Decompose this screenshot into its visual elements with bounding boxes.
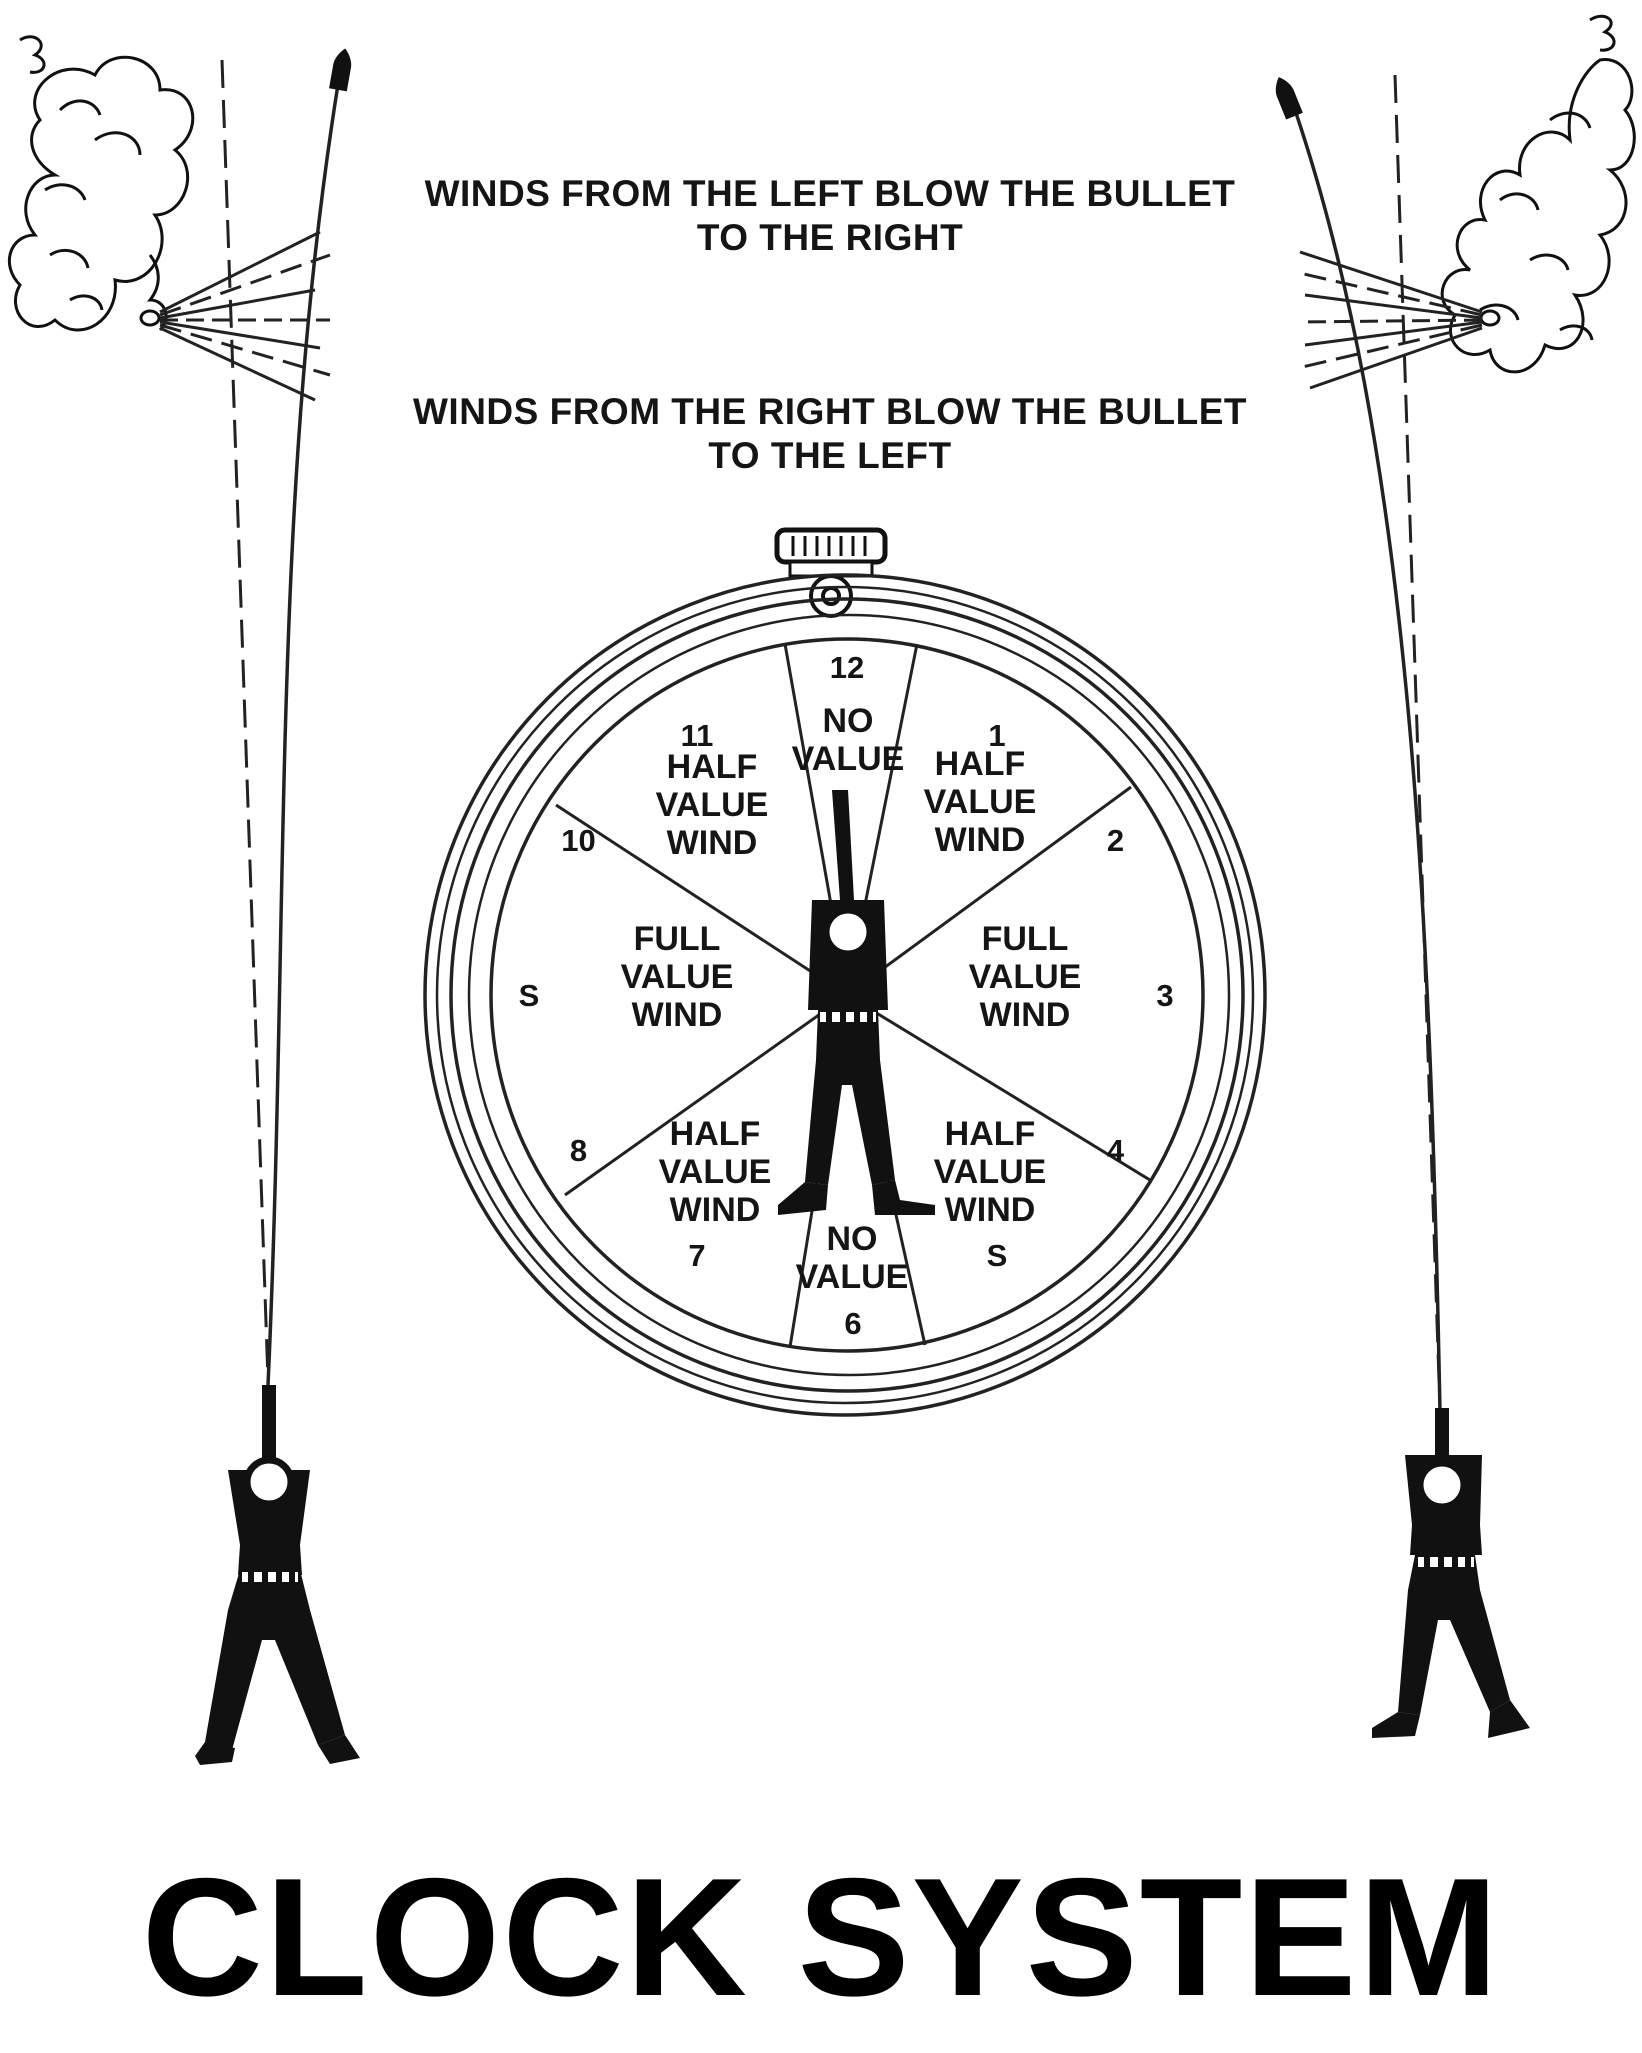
hour-label-5: S	[987, 1238, 1008, 1273]
hour-label-1: 1	[988, 718, 1005, 753]
zone-label-line: FULL	[634, 920, 721, 958]
zone-label-line: HALF	[935, 745, 1026, 783]
zone-label-line: FULL	[982, 920, 1069, 958]
left-shooter-figure-icon	[195, 1385, 360, 1765]
left-wind-caption: WINDS FROM THE LEFT BLOW THE BULLET TO T…	[300, 172, 1360, 260]
zone-label-line: WIND	[632, 996, 723, 1034]
center-shooter-figure-icon	[778, 790, 935, 1215]
left-wind-rays	[159, 230, 331, 402]
zone-label-line: VALUE	[659, 1153, 772, 1191]
hour-label-2: 2	[1107, 823, 1124, 858]
zone-label-line: NO	[823, 702, 874, 740]
page-title: CLOCK SYSTEM	[141, 1843, 1501, 2031]
left-bullet-path	[266, 71, 342, 1386]
watch-crown-icon	[774, 527, 888, 578]
left-wind-caption-line-2: TO THE RIGHT	[696, 217, 964, 258]
zone-label-line: WIND	[935, 821, 1026, 859]
hour-label-8: 8	[570, 1133, 587, 1168]
right-wind-caption-line-1: WINDS FROM THE RIGHT BLOW THE BULLET	[413, 391, 1247, 432]
hour-label-4: 4	[1107, 1133, 1125, 1168]
zone-label-line: VALUE	[796, 1258, 909, 1296]
right-wind-caption: WINDS FROM THE RIGHT BLOW THE BULLET TO …	[300, 390, 1360, 478]
hour-label-6: 6	[844, 1306, 861, 1341]
zone-label-line: HALF	[667, 748, 758, 786]
hour-label-10: 10	[561, 823, 595, 858]
zone-label-line: WIND	[980, 996, 1071, 1034]
right-bullet-icon	[1275, 77, 1303, 120]
zone-label-line: VALUE	[792, 740, 905, 778]
right-wind-rays	[1294, 250, 1483, 390]
zone-label-line: VALUE	[656, 786, 769, 824]
right-trajectory	[1293, 74, 1442, 1413]
zone-label-line: HALF	[670, 1115, 761, 1153]
zone-label-line: WIND	[670, 1191, 761, 1229]
hour-label-9: S	[519, 978, 540, 1013]
hour-label-12: 12	[830, 650, 864, 685]
left-line-of-sight	[220, 59, 270, 1381]
zone-label-line: VALUE	[934, 1153, 1047, 1191]
right-wind-caption-line-2: TO THE LEFT	[708, 435, 952, 476]
hour-label-11: 11	[681, 718, 714, 753]
left-bullet-icon	[329, 48, 352, 92]
right-line-of-sight	[1393, 74, 1442, 1411]
zone-label-line: HALF	[945, 1115, 1036, 1153]
left-wind-caption-line-1: WINDS FROM THE LEFT BLOW THE BULLET	[424, 173, 1236, 214]
right-shooter-figure-icon	[1372, 1408, 1530, 1738]
zone-label-line: VALUE	[924, 783, 1037, 821]
zone-label-line: VALUE	[969, 958, 1082, 996]
zone-label-line: WIND	[945, 1191, 1036, 1229]
left-trajectory	[220, 59, 342, 1386]
right-bullet-path	[1293, 109, 1442, 1413]
zone-label-line: WIND	[667, 824, 758, 862]
right-wind-cloud-icon	[1440, 14, 1636, 374]
zone-label-line: NO	[827, 1220, 878, 1258]
hour-label-7: 7	[688, 1238, 705, 1273]
watch-case-outer	[423, 573, 1267, 1417]
left-wind-cloud-icon	[7, 35, 195, 332]
hour-label-3: 3	[1156, 978, 1173, 1013]
zone-label-line: VALUE	[621, 958, 734, 996]
